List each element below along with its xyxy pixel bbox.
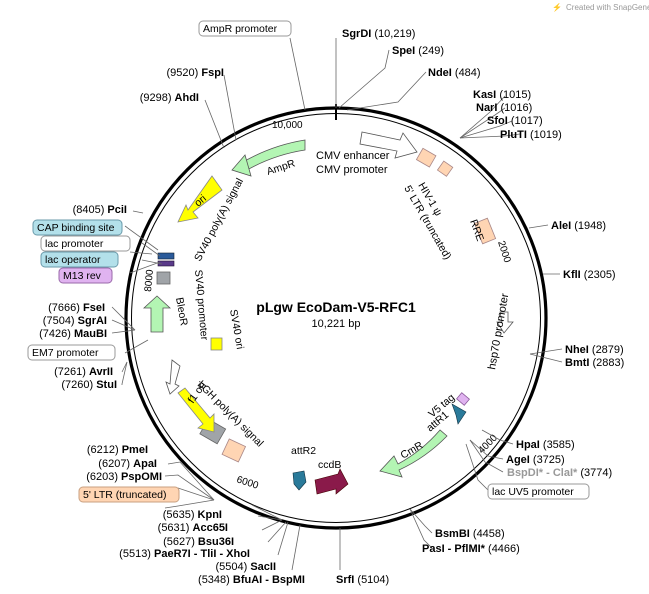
site-fsei: (7666) FseI xyxy=(48,302,105,314)
sv40-ori-label: SV40 ori xyxy=(227,308,246,350)
site-maubi: (7426) MauBI xyxy=(39,328,107,340)
tick-8000: 8000 xyxy=(143,269,156,293)
ccdb-label: ccdB xyxy=(318,459,341,471)
sv40-promoter-label: SV40 promoter xyxy=(192,269,210,341)
cap-binding-label: CAP binding site xyxy=(37,222,115,234)
lac-operator-label: lac operator xyxy=(45,254,101,266)
site-sfoi: SfoI (1017) xyxy=(487,115,543,127)
m13-rev-label: M13 rev xyxy=(63,270,102,282)
bleor-arrow xyxy=(142,295,172,333)
lac-operator-box xyxy=(40,251,119,268)
ampr-promoter-box xyxy=(198,20,292,37)
site-bspdi-clai: BspDI* - ClaI* (3774) xyxy=(507,467,612,479)
site-bmti: BmtI (2883) xyxy=(565,357,624,369)
ltr-truncated-box-label: 5' LTR (truncated) xyxy=(83,489,167,501)
ori-arrow xyxy=(177,175,223,223)
ampr-label: AmpR xyxy=(265,157,297,178)
ltr-box xyxy=(415,147,437,168)
cmv-enhancer-label: CMV enhancer xyxy=(316,150,390,162)
ccdb-arrow xyxy=(314,468,349,495)
plasmid-name: pLgw EcoDam-V5-RFC1 xyxy=(256,299,416,315)
attr2-label: attR2 xyxy=(291,445,316,457)
v5-tag-box xyxy=(456,392,470,406)
site-bsu36i: (5627) Bsu36I xyxy=(163,536,234,548)
attr1-arrow xyxy=(451,403,467,425)
site-pasi-pflmi: PasI - PflMI* (4466) xyxy=(422,543,520,555)
site-pluti: PluTI (1019) xyxy=(500,129,562,141)
sv40-ori-box xyxy=(210,337,223,351)
ltr-lower-box xyxy=(221,438,247,463)
tick-2000: 2000 xyxy=(495,240,512,265)
attr2-arrow xyxy=(292,470,307,491)
f1-ori-arrow xyxy=(177,387,215,433)
lac-operator-bar xyxy=(157,252,175,260)
hsp70-arrow xyxy=(496,311,514,334)
site-hpai: HpaI (3585) xyxy=(516,439,575,451)
snapgene-logo-icon: ⚡ xyxy=(552,2,562,12)
site-apai: (6207) ApaI xyxy=(98,458,157,470)
bleor-label: BleoR xyxy=(173,296,190,327)
em7-promoter-label: EM7 promoter xyxy=(32,347,99,359)
lac-uv5-label: lac UV5 promoter xyxy=(492,486,574,498)
site-ahdi: (9298) AhdI xyxy=(140,92,199,104)
em7-arrow xyxy=(165,359,181,395)
gray-box-8000 xyxy=(156,271,171,285)
site-pcii: (8405) PciI xyxy=(73,204,127,216)
site-pmei: (6212) PmeI xyxy=(87,444,148,456)
lac-uv5-box xyxy=(487,483,590,500)
tick-10000: 10,000 xyxy=(272,120,303,131)
site-agei: AgeI (3725) xyxy=(506,454,565,466)
site-kpni: (5635) KpnI xyxy=(163,509,222,521)
site-ndei: NdeI (484) xyxy=(428,67,481,79)
site-alei: AleI (1948) xyxy=(551,220,606,232)
site-sgrdi: SgrDI (10,219) xyxy=(342,28,415,40)
site-kasi: KasI (1015) xyxy=(473,89,531,101)
site-nhei: NheI (2879) xyxy=(565,344,624,356)
hsp70-label: hsp70 promoter xyxy=(486,292,511,370)
site-kfli: KflI (2305) xyxy=(563,269,616,281)
site-srfi: SrfI (5104) xyxy=(336,574,389,586)
plasmid-size: 10,221 bp xyxy=(312,318,361,330)
ampr-promoter-label: AmpR promoter xyxy=(203,23,278,35)
watermark: ⚡ Created with SnapGene® xyxy=(552,2,649,12)
m13-rev-box xyxy=(58,267,113,284)
site-acc65i: (5631) Acc65I xyxy=(158,522,228,534)
lac-promoter-box xyxy=(40,235,131,252)
site-stui: (7260) StuI xyxy=(61,379,117,391)
site-bfuai-bspmi: (5348) BfuAI - BspMI xyxy=(198,574,305,586)
site-spei: SpeI (249) xyxy=(392,45,444,57)
cap-binding-box xyxy=(32,219,123,236)
site-sgrai: (7504) SgrAI xyxy=(43,315,107,327)
rre-box xyxy=(473,217,497,245)
leader-lines xyxy=(111,37,563,571)
watermark-text: Created with SnapGene® xyxy=(566,3,649,12)
ampr-arrowhead xyxy=(231,154,252,177)
site-bsmbi: BsmBI (4458) xyxy=(435,528,505,540)
site-pspomi: (6203) PspOMI xyxy=(86,471,162,483)
cmv-promoter-label: CMV promoter xyxy=(316,164,388,176)
em7-promoter-box xyxy=(27,344,116,361)
tick-6000: 6000 xyxy=(235,474,260,491)
hiv-psi-box xyxy=(436,160,454,177)
site-paer7i: (5513) PaeR7I - TliI - XhoI xyxy=(119,548,250,560)
site-nari: NarI (1016) xyxy=(476,102,532,114)
site-fspi: (9520) FspI xyxy=(167,67,224,79)
lac-promoter-label: lac promoter xyxy=(45,238,104,250)
site-sacii: (5504) SacII xyxy=(215,561,276,573)
cmr-arrow xyxy=(379,429,448,478)
boxed-labels: AmpR promoter CAP binding site lac promo… xyxy=(27,20,590,503)
cmv-arrow xyxy=(359,131,418,159)
ltr-truncated-box xyxy=(78,486,180,503)
site-avrii: (7261) AvrII xyxy=(54,366,113,378)
restriction-sites: SgrDI (10,219) SpeI (249) NdeI (484) Kas… xyxy=(39,28,624,586)
